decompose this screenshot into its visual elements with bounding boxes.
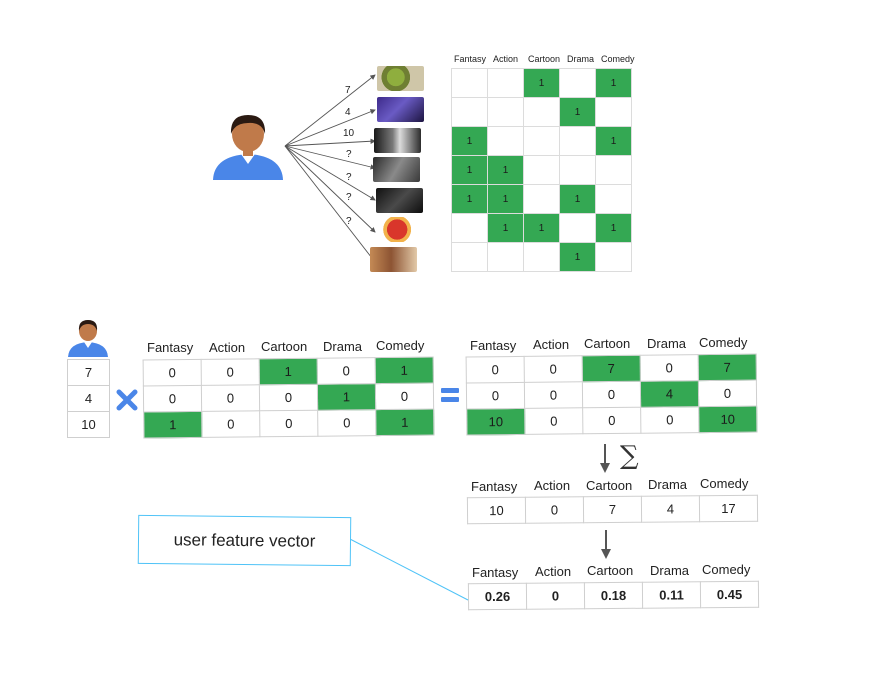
rating-1: 7 xyxy=(345,85,351,96)
user-avatar-small xyxy=(68,320,108,357)
rating-6: ? xyxy=(346,192,352,203)
callout-connector xyxy=(347,537,469,601)
product-header-cartoon: Cartoon xyxy=(584,336,631,351)
norm-header-drama: Drama xyxy=(650,563,690,578)
matrix-header-comedy: Comedy xyxy=(376,338,425,353)
multiply-icon xyxy=(116,389,138,411)
rating-7: ? xyxy=(346,216,352,227)
table-row: 1 xyxy=(451,242,632,272)
sum-symbol: ∑ xyxy=(620,441,639,471)
top-header-drama: Drama xyxy=(567,54,595,64)
user-rating-vector: 7 4 10 xyxy=(67,359,110,438)
table-row: 1 xyxy=(451,97,632,127)
sum-header-fantasy: Fantasy xyxy=(471,479,518,494)
rating-5: ? xyxy=(346,172,352,183)
movie-thumbnail-7 xyxy=(370,247,417,272)
norm-header-fantasy: Fantasy xyxy=(472,565,519,580)
sum-header-comedy: Comedy xyxy=(700,476,749,491)
movie-thumbnail-3 xyxy=(374,128,421,153)
callout-label: user feature vector xyxy=(173,529,316,551)
product-header-drama: Drama xyxy=(647,336,687,351)
movie-thumbnail-4 xyxy=(373,157,420,182)
rating-4: ? xyxy=(346,149,352,160)
norm-header-action: Action xyxy=(535,564,572,579)
top-header-fantasy: Fantasy xyxy=(454,54,487,64)
down-arrow-sum xyxy=(600,444,610,473)
movie-thumbnail-1 xyxy=(377,66,424,91)
sum-header-action: Action xyxy=(534,478,571,493)
rating-arrows xyxy=(284,74,376,263)
table-row: 10 xyxy=(67,411,110,438)
down-arrow-normalize xyxy=(601,530,611,559)
product-header-fantasy: Fantasy xyxy=(470,338,517,353)
top-header-action: Action xyxy=(493,54,519,64)
user-avatar-top xyxy=(213,115,283,180)
sum-header-cartoon: Cartoon xyxy=(586,478,633,493)
matrix-header-drama: Drama xyxy=(323,339,363,354)
table-row: 4 xyxy=(67,385,110,412)
matrix-header-action: Action xyxy=(209,340,246,355)
top-header-cartoon: Cartoon xyxy=(528,54,561,64)
user-feature-vector-callout: user feature vector xyxy=(137,514,352,567)
product-header-action: Action xyxy=(533,337,570,352)
movie-thumbnail-2 xyxy=(377,97,424,122)
table-row: 7 xyxy=(67,359,110,386)
norm-header-comedy: Comedy xyxy=(702,562,751,577)
product-header-comedy: Comedy xyxy=(699,335,748,350)
rating-3: 10 xyxy=(343,128,355,139)
rating-2: 4 xyxy=(345,107,351,118)
matrix-header-cartoon: Cartoon xyxy=(261,339,308,354)
matrix-header-fantasy: Fantasy xyxy=(147,340,194,355)
movie-thumbnail-5 xyxy=(376,188,423,213)
sum-header-drama: Drama xyxy=(648,477,688,492)
norm-header-cartoon: Cartoon xyxy=(587,563,634,578)
equals-icon xyxy=(441,388,459,402)
movie-thumbnail-6 xyxy=(376,217,423,242)
top-header-comedy: Comedy xyxy=(601,54,635,64)
